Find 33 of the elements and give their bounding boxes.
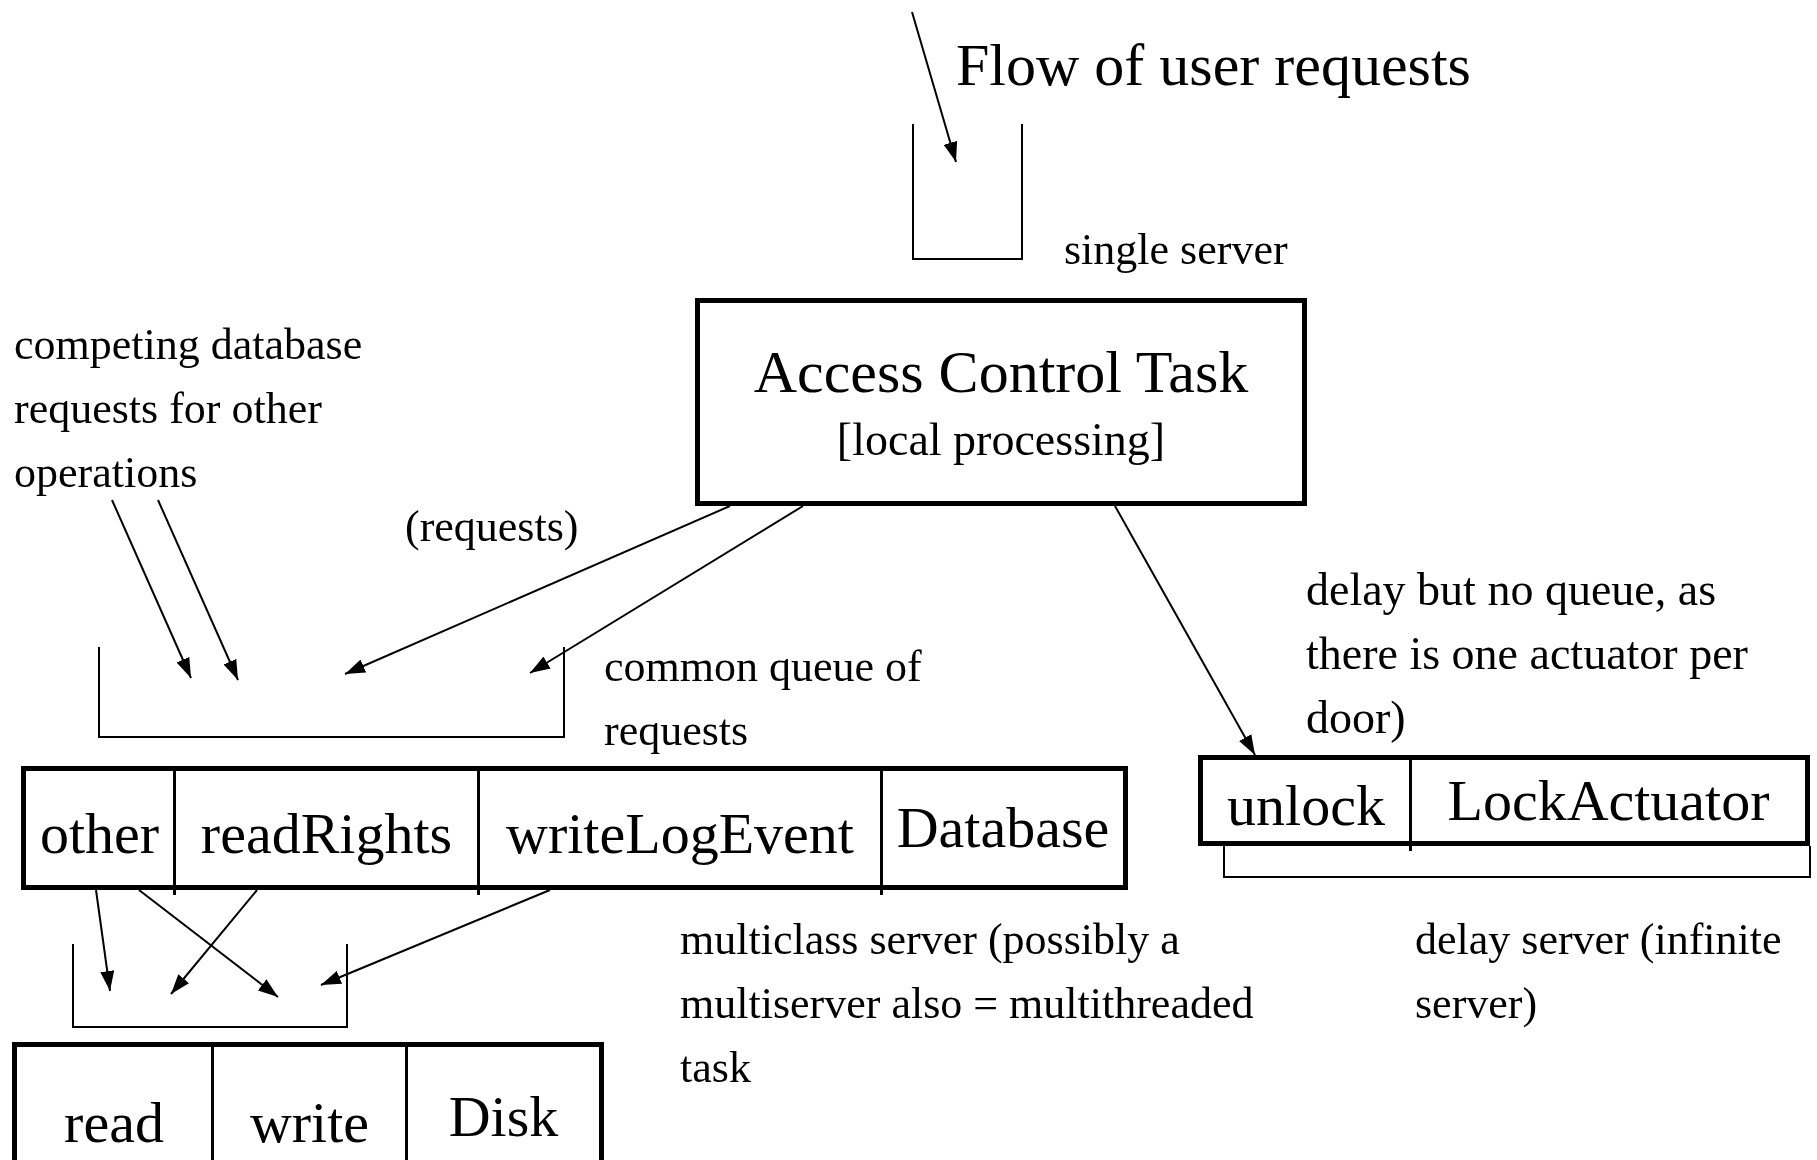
- task-box: [695, 298, 1307, 506]
- annotation-text: multiclass server (possibly a multiserver also = multithreaded task: [680, 914, 1255, 1094]
- arrow: [111, 499, 192, 679]
- arrow: [911, 11, 958, 163]
- arrow: [344, 505, 731, 675]
- arrow: [95, 889, 115, 992]
- arrow: [529, 505, 804, 674]
- queue-symbol: [98, 647, 565, 738]
- queue-symbol: [72, 944, 348, 1028]
- queue-symbol: [912, 124, 1023, 260]
- task-name: Access Control Task: [753, 338, 1249, 407]
- flow-label: Flow of user requests: [956, 32, 1471, 98]
- annotation-text: common queue of requests: [604, 641, 923, 757]
- task-name: Database: [895, 794, 1111, 863]
- note-text: competing database requests for other operations: [14, 313, 454, 505]
- arrow: [320, 889, 551, 986]
- annotation-text: single server: [1064, 224, 1289, 276]
- task-box: [12, 1042, 604, 1160]
- annotation-text: delay but no queue, as there is one actuator per door): [1306, 563, 1749, 745]
- task-name: LockActuator: [1446, 766, 1771, 835]
- arrow: [157, 499, 239, 681]
- task-name: Disk: [447, 1083, 560, 1152]
- annotation-text: delay server (infinite server): [1415, 914, 1783, 1030]
- arrow: [170, 889, 258, 995]
- entry-cell: other: [26, 771, 176, 895]
- entry-cell: write: [214, 1047, 408, 1160]
- task-note: [local processing]: [836, 413, 1166, 467]
- arrow: [1114, 505, 1256, 756]
- entry-cell: read: [17, 1047, 214, 1160]
- entry-cell: unlock: [1203, 760, 1412, 851]
- entry-cell: readRights: [176, 771, 480, 895]
- arrow: [138, 889, 279, 998]
- entry-cell: writeLogEvent: [480, 771, 883, 895]
